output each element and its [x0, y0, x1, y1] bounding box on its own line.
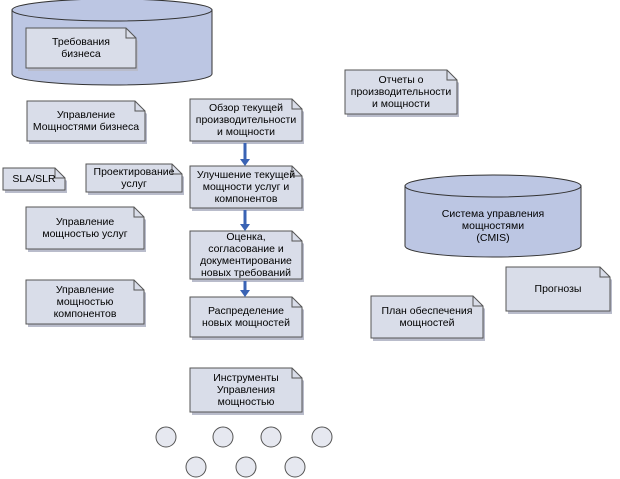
business-requirements-database-icon-top: [11, 0, 213, 22]
assess-new-requirements-box: [189, 230, 303, 280]
assess-new-requirements-box-fold: [291, 231, 302, 242]
component-capacity-management-label: Управление мощностью компонентов: [53, 284, 117, 320]
flow-arrow-3-head: [240, 290, 250, 297]
allocate-new-capacity-box: [189, 296, 303, 338]
business-capacity-management-box: [26, 100, 146, 142]
current-performance-review-box: [189, 98, 303, 142]
bottom-circle-7: [284, 456, 306, 478]
performance-reports-box: [344, 69, 458, 115]
cmis-database-icon-body: [404, 185, 582, 258]
cmis-label: Система управления мощностями (CMIS): [441, 208, 545, 244]
bottom-circle-5: [185, 456, 207, 478]
allocate-new-capacity-label: Распределение новых мощностей: [202, 305, 290, 329]
service-design-box: [85, 163, 183, 193]
business-capacity-management-box-fold: [134, 101, 145, 112]
forecasts-box-fold: [599, 267, 610, 278]
component-capacity-management-box-fold: [133, 280, 144, 291]
flow-arrow-2-head: [240, 224, 250, 231]
improve-current-capacity-box: [189, 165, 303, 209]
bottom-circle-4: [311, 426, 333, 448]
improve-current-capacity-label: Улучшение текущей мощности услуг и компо…: [196, 169, 296, 205]
current-performance-review-box-fold: [291, 99, 302, 110]
service-design-box-fold: [171, 164, 182, 175]
service-capacity-management-box: [25, 206, 145, 250]
business-requirements-label: Требования бизнеса: [52, 36, 110, 60]
allocate-new-capacity-box-fold: [291, 297, 302, 308]
service-capacity-management-box-fold: [133, 207, 144, 218]
capacity-tools-box: [189, 367, 303, 413]
bottom-circle-2: [212, 426, 234, 448]
assess-new-requirements-label: Оценка, согласование и документирование …: [200, 231, 292, 279]
business-capacity-management-label: Управление Мощностями бизнеса: [32, 109, 140, 133]
performance-reports-box-fold: [446, 70, 457, 81]
capacity-plan-box: [370, 295, 484, 339]
sla-slr-box-fold: [54, 168, 65, 179]
bottom-circle-6: [235, 456, 257, 478]
sla-slr-box: [2, 167, 66, 191]
performance-reports-label: Отчеты о производительности и мощности: [350, 74, 452, 110]
forecasts-box: [505, 266, 611, 312]
current-performance-review-label: Обзор текущей производительности и мощно…: [195, 102, 297, 138]
component-capacity-management-box: [25, 279, 145, 325]
sla-slr-label: SLA/SLR: [12, 173, 56, 185]
service-capacity-management-label: Управление мощностью услуг: [42, 216, 128, 240]
business-requirements-box-fold: [125, 28, 136, 39]
improve-current-capacity-box-fold: [291, 166, 302, 177]
capacity-plan-label: План обеспечения мощностей: [381, 305, 473, 329]
capacity-tools-label: Инструменты Управления мощностью: [213, 372, 279, 408]
service-design-label: Проектирование услуг: [93, 166, 175, 190]
business-requirements-box: [25, 27, 137, 69]
bottom-circle-3: [260, 426, 282, 448]
cmis-database-icon-top: [404, 174, 582, 198]
forecasts-label: Прогнозы: [534, 283, 582, 295]
capacity-tools-box-fold: [291, 368, 302, 379]
capacity-plan-box-fold: [472, 296, 483, 307]
flow-arrow-1-head: [240, 159, 250, 166]
bottom-circle-1: [155, 426, 177, 448]
